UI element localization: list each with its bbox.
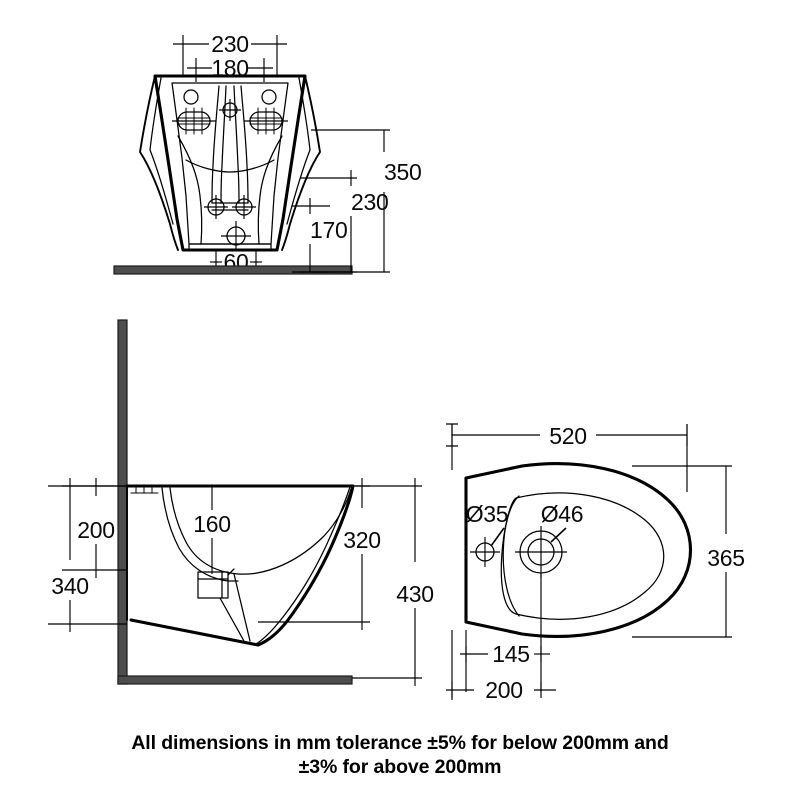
plan-top-view: Ø35 Ø46 520 365 [446,423,745,703]
side-section-view: 160 200 340 320 [48,319,434,686]
front-rib-right-inner [233,85,240,204]
dim-label-320: 320 [343,527,380,553]
front-centre-hole-upper [219,99,241,121]
front-left-skirt [139,75,179,251]
side-underside [130,619,259,646]
side-floor [117,675,353,685]
dim-label-200-side: 200 [77,517,114,543]
dim-label-365: 365 [707,545,744,571]
dim-label-dia-46: Ø46 [541,501,584,527]
plan-outer-rim [464,462,693,638]
side-rim-inlets [135,485,153,494]
dim-label-340: 340 [51,573,88,599]
dim-label-160: 160 [193,511,230,537]
plan-inner-bowl-back [502,495,520,617]
front-fixing-slot-left [172,107,216,135]
side-trap-edge-right [233,573,251,642]
dim-label-dia-35: Ø35 [466,501,509,527]
plan-inner-bowl [500,492,665,620]
dim-label-145: 145 [492,641,529,667]
side-waste-outlet [197,568,235,599]
front-rib-right-outer [240,85,249,204]
dim-front-height-350: 350 [311,129,422,273]
dim-label-180: 180 [211,55,248,81]
front-left-skirt-inner [149,77,174,225]
dim-label-520: 520 [549,423,586,449]
dim-plan-520: 520 [446,423,688,492]
front-mid-band [185,159,275,173]
front-rib-left-inner [220,85,227,204]
tolerance-note-line-2: ±3% for above 200mm [299,756,502,778]
side-trap-edge-left [219,597,245,642]
dim-side-depth-160: 160 [193,486,231,574]
dim-side-340: 340 [48,478,127,632]
dim-label-170: 170 [310,217,347,243]
dim-front-height-230: 230 [300,170,389,273]
dim-label-430: 430 [396,581,433,607]
front-right-skirt-inner [286,77,311,225]
dim-side-320: 320 [258,478,381,630]
dim-plan-365: 365 [632,465,745,638]
dim-side-430: 430 [352,478,434,686]
dim-plan-145: 145 [460,574,550,692]
dim-front-width-180: 180 [187,55,273,82]
front-floor-slab [113,265,353,275]
front-right-shoulder [257,135,283,245]
front-rib-left-outer [211,85,220,204]
dim-plan-200: 200 [446,630,556,703]
dim-front-width-230: 230 [173,31,287,76]
front-body-outline [153,74,307,252]
side-bowl-interior [169,487,352,575]
front-centre-hole-lower [221,221,251,251]
front-right-skirt [281,75,321,251]
side-wall [117,319,128,685]
side-bowl-inner-rear [161,487,239,582]
tolerance-note: All dimensions in mm tolerance ±5% for b… [131,732,668,778]
dim-label-230: 230 [211,31,248,57]
dim-label-230-height: 230 [351,189,388,215]
front-target-hole-right [232,195,256,219]
tolerance-note-line-1: All dimensions in mm tolerance ±5% for b… [131,732,668,754]
front-boss-right [261,89,277,105]
dim-label-350: 350 [384,159,421,185]
side-body-outline [125,484,355,647]
front-elevation-view: 230 180 60 350 [113,31,422,275]
dim-label-200-plan: 200 [485,677,522,703]
front-outlet-plate [188,243,272,251]
dim-front-height-170: 170 [292,198,348,273]
front-fixing-slot-right [244,107,288,135]
front-target-hole-left [204,195,228,219]
plan-hole-46: Ø46 [515,501,584,578]
plan-hole-35: Ø35 [466,501,509,567]
front-left-shoulder [177,135,203,245]
front-boss-left [183,89,199,105]
